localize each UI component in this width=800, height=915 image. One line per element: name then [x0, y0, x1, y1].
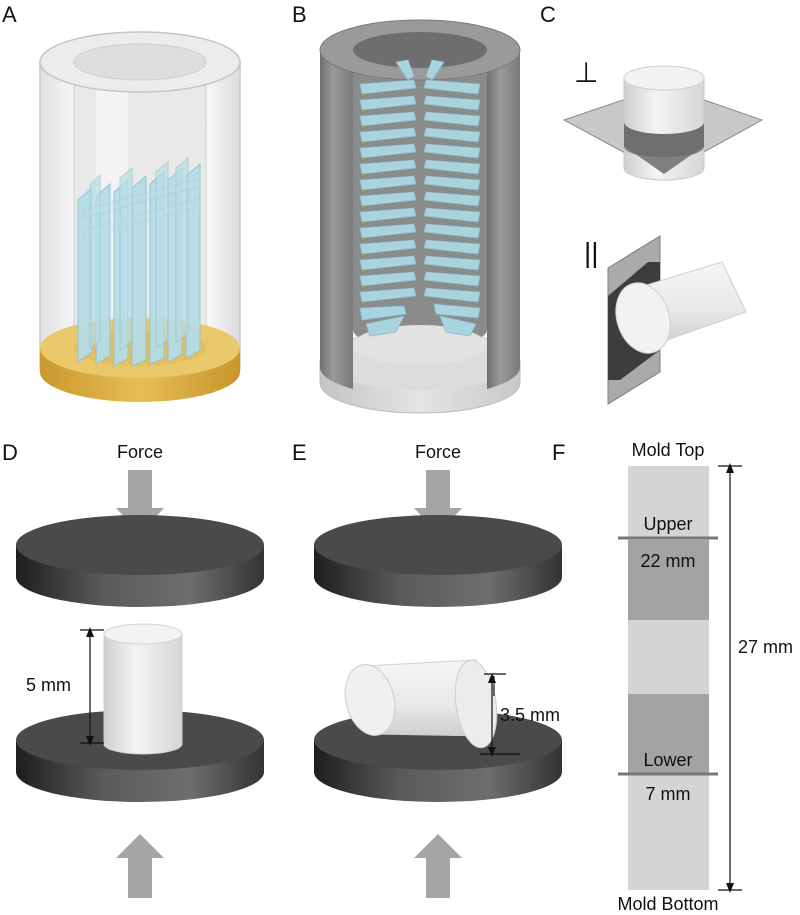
sample-cylinder-e: [344, 659, 498, 749]
force-arrow-bottom-e: [414, 834, 462, 898]
sample-cylinder-d: [103, 623, 183, 755]
panel-label-d: D: [2, 440, 18, 465]
panel-a: A: [2, 2, 241, 402]
mold-cutaway-b: [319, 19, 521, 414]
mold-bottom-label: Mold Bottom: [617, 894, 718, 914]
upper-label: Upper: [643, 514, 692, 534]
force-arrow-bottom-d: [116, 834, 164, 898]
lower-sample-band: [628, 694, 709, 774]
panel-b: B: [292, 2, 521, 414]
parallel-symbol: ||: [584, 237, 599, 268]
panel-e: E Force 3.5 mm: [292, 440, 562, 898]
height-label-d: 5 mm: [26, 675, 71, 695]
scaffold-lamellae-a: [77, 156, 201, 367]
panel-label-e: E: [292, 440, 307, 465]
height-label-e: 3.5 mm: [500, 705, 560, 725]
panel-c: C ⊥ ||: [540, 2, 764, 405]
upper-sample-band: [628, 540, 709, 620]
panel-label-b: B: [292, 2, 307, 27]
parallel-orientation-diagram: [607, 235, 747, 405]
panel-label-a: A: [2, 2, 17, 27]
radial-lamellae-b: [359, 59, 481, 337]
force-label-d: Force: [117, 442, 163, 462]
panel-label-f: F: [552, 440, 565, 465]
upper-platen-d: [16, 515, 264, 607]
force-label-e: Force: [415, 442, 461, 462]
upper-position-label: 22 mm: [640, 551, 695, 571]
lower-label: Lower: [643, 750, 692, 770]
mold-total-label: 27 mm: [738, 637, 793, 657]
panel-label-c: C: [540, 2, 556, 27]
upper-platen-e: [314, 515, 562, 607]
lower-position-label: 7 mm: [646, 784, 691, 804]
panel-f: F Mold Top Upper 22 mm Lower 7 mm 27 mm …: [552, 440, 793, 914]
perpendicular-symbol: ⊥: [574, 57, 598, 88]
panel-d: D Force 5 mm: [2, 440, 264, 898]
mold-top-label: Mold Top: [632, 440, 705, 460]
perpendicular-orientation-diagram: [562, 65, 764, 181]
